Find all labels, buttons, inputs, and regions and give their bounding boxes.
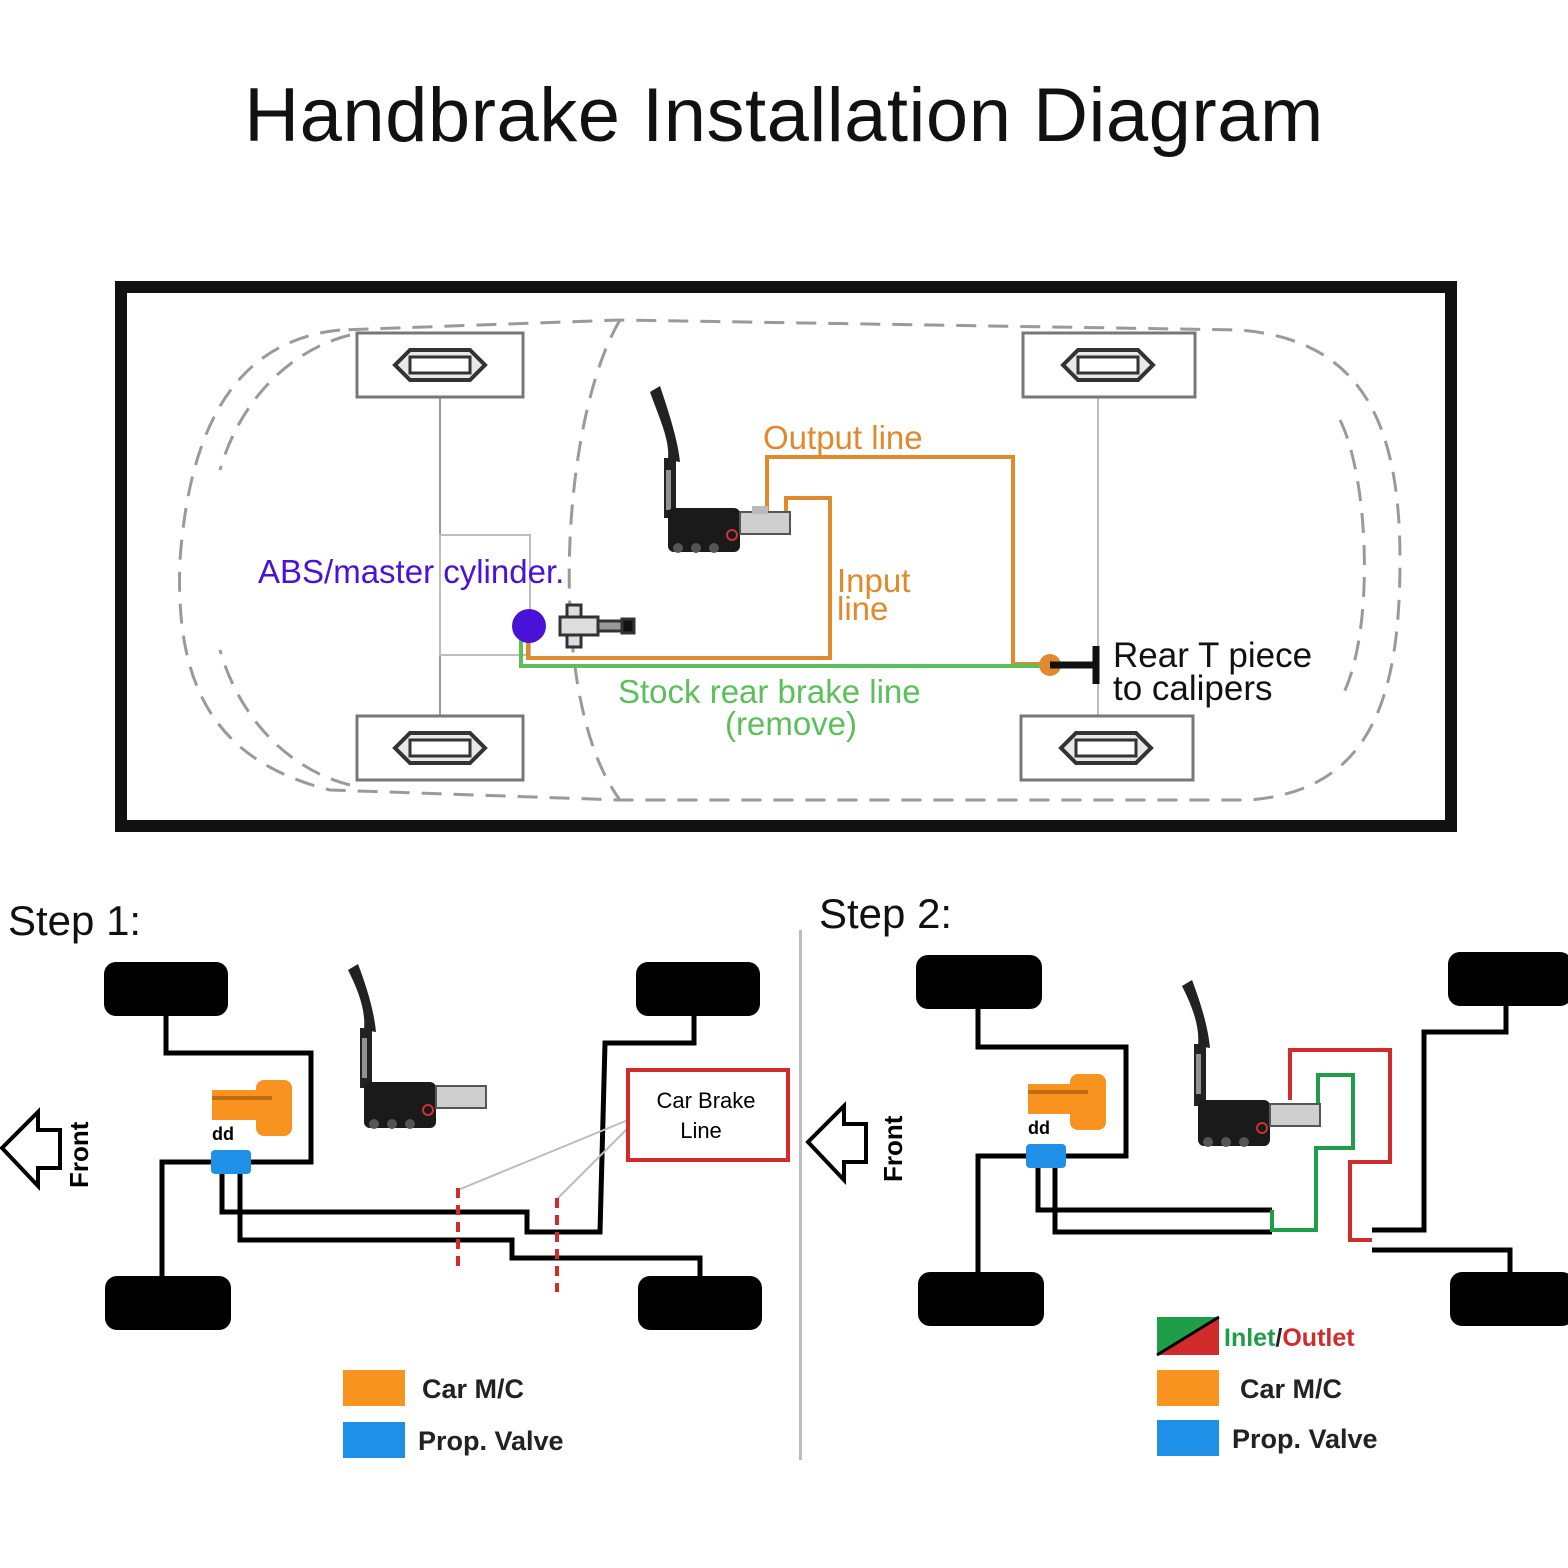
input-line-label-1: Input [837,562,910,599]
step2-wheel-rear-bottom [1450,1272,1568,1326]
step1-legend-mc-swatch [343,1370,405,1406]
step1-car-mc: dd [212,1080,292,1144]
page-title: Handbrake Installation Diagram [244,73,1324,158]
step1-handbrake-icon [348,964,487,1129]
step2-legend-inlet-outlet: Inlet/Outlet [1224,1324,1355,1352]
step2-front-label: Front [878,1115,908,1182]
master-cylinder-dot [512,609,546,643]
step2-wheel-rear-top [1448,952,1568,1006]
svg-text:dd: dd [1028,1118,1050,1138]
step1-wheel-front-bottom [105,1276,231,1330]
step2-legend-valve-label: Prop. Valve [1232,1424,1378,1454]
svg-text:dd: dd [212,1124,234,1144]
step1-legend-valve-label: Prop. Valve [418,1426,564,1456]
abs-label: ABS/master cylinder. [258,553,564,590]
step2-wheel-front-bottom [918,1272,1044,1326]
output-line-label: Output line [763,419,923,456]
step1-wheel-rear-bottom [638,1276,762,1330]
step2-legend-mc-swatch [1157,1370,1219,1406]
outlet-line [1288,1048,1392,1242]
car-outline [178,318,1402,802]
handbrake-lever-icon [650,386,791,553]
step2-legend-inlet-outlet-swatch [1156,1315,1220,1357]
legend-inlet-text: Inlet [1224,1324,1276,1352]
step1-front-label: Front [64,1121,94,1188]
callout-text-1: Car Brake [656,1088,755,1113]
step1-wheel-front-top [104,962,228,1016]
step2-handbrake-icon [1182,980,1321,1147]
wheel-front-right [355,714,525,782]
output-line [765,455,1050,666]
step1-legend-valve-swatch [343,1422,405,1458]
step2-label: Step 2: [819,890,953,937]
rear-t-label-1: Rear T piece [1113,636,1312,675]
wheel-rear-right [1019,714,1195,782]
inlet-line [1270,1073,1355,1232]
step2-legend-valve-swatch [1157,1420,1219,1456]
step1-label: Step 1: [8,897,142,944]
stock-rear-brake-line [519,628,1050,668]
step1-front-arrow-icon [0,1107,62,1192]
step2-front-arrow-icon [805,1101,868,1186]
step2-legend-mc-label: Car M/C [1240,1374,1342,1404]
callout-text-2: Line [680,1118,722,1143]
input-line-label-2: line [837,590,888,627]
master-cylinder-icon [558,603,636,649]
step1-diagram: dd Car Brake Line Front Car M/C Prop. Va… [0,962,790,1458]
step2-diagram: dd Front Inlet/Outlet Car M/C Prop. Valv… [805,952,1568,1456]
step-divider [799,930,802,1460]
stock-line-label-2: (remove) [725,705,857,742]
overview-frame [115,281,1457,832]
step2-prop-valve [1026,1144,1066,1168]
step1-prop-valve [211,1150,251,1174]
car-brake-line-callout [626,1068,790,1162]
legend-sep-text: / [1275,1324,1282,1352]
legend-outlet-text: Outlet [1282,1324,1355,1352]
wheel-front-left [355,331,525,399]
step1-legend-mc-label: Car M/C [422,1374,524,1404]
input-line [526,496,832,660]
rear-t-label-2: to calipers [1113,669,1273,708]
stock-line-label-1: Stock rear brake line [618,673,921,710]
step2-wheel-front-top [916,955,1042,1009]
step1-wheel-rear-top [636,962,760,1016]
wheel-rear-left [1021,331,1197,399]
step2-car-mc: dd [1028,1074,1106,1138]
engine-box [439,534,531,656]
